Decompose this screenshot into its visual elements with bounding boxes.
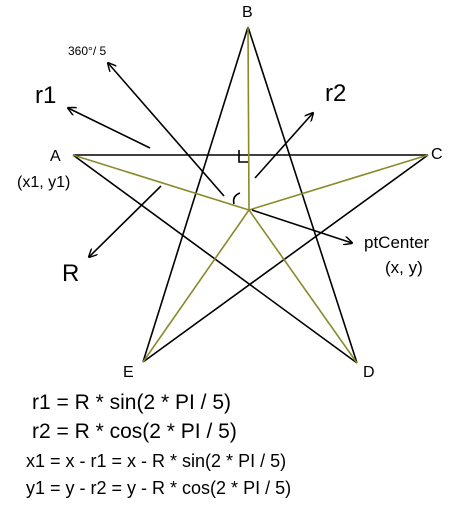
point-c-label: C xyxy=(431,146,443,163)
center-coords-label: (x, y) xyxy=(385,258,423,277)
point-a-label: A xyxy=(50,148,61,165)
center-arrow xyxy=(251,209,352,243)
line-c-e xyxy=(142,154,429,363)
r2-arrow xyxy=(254,113,313,179)
radius-to-d xyxy=(248,209,358,364)
formula-x1: x1 = x - r1 = x - R * sin(2 * PI / 5) xyxy=(26,451,287,471)
r1-label: r1 xyxy=(35,82,56,109)
center-radius-lines xyxy=(72,26,429,364)
formula-r1: r1 = R * sin(2 * PI / 5) xyxy=(32,391,231,414)
angle-label: 360°/ 5 xyxy=(68,44,106,58)
r-label: R xyxy=(62,260,79,287)
r-arrow xyxy=(89,185,162,257)
center-name-label: ptCenter xyxy=(364,233,430,252)
line-b-e xyxy=(142,26,249,363)
angle-arrow xyxy=(108,63,225,197)
point-e-label: E xyxy=(123,364,134,381)
r2-label: r2 xyxy=(325,80,346,107)
point-d-label: D xyxy=(363,364,375,381)
r1-arrow xyxy=(68,108,151,149)
radius-to-a xyxy=(72,154,250,211)
point-a-coords: (x1, y1) xyxy=(17,174,70,191)
formula-r2: r2 = R * cos(2 * PI / 5) xyxy=(32,420,237,443)
radius-to-e xyxy=(142,209,250,363)
radius-to-c xyxy=(248,154,429,211)
dimension-arrows xyxy=(68,63,352,257)
pentagram-lines xyxy=(72,26,429,364)
angle-arc xyxy=(232,192,241,205)
formula-y1: y1 = y - r2 = y - R * cos(2 * PI / 5) xyxy=(26,478,292,498)
point-b-label: B xyxy=(242,4,253,21)
line-b-d xyxy=(247,26,358,364)
right-angle-mark xyxy=(238,150,248,163)
radius-to-b xyxy=(247,26,250,211)
